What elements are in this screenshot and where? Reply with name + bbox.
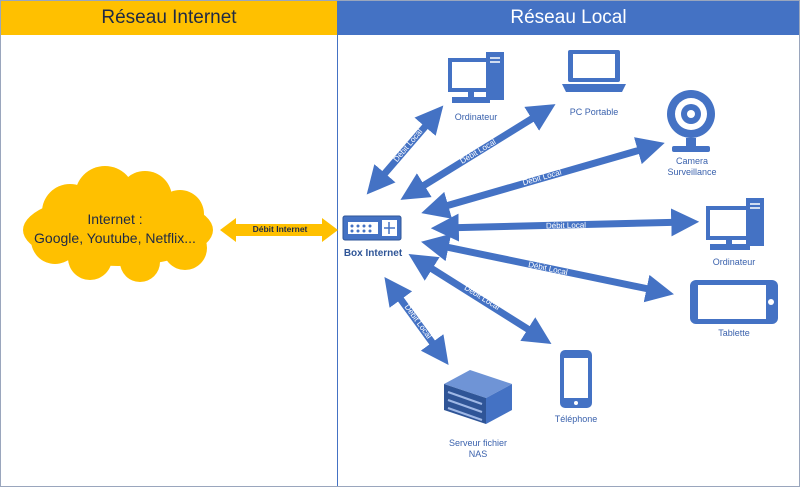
- arrow-to-desktop-right: [430, 208, 700, 242]
- camera-label-line1: Camera: [675, 156, 708, 166]
- local-network-header: Réseau Local: [338, 1, 799, 35]
- nas-server-icon: [444, 370, 512, 424]
- desktop-top-label: Ordinateur: [454, 112, 498, 122]
- cloud-label-line2: Google, Youtube, Netflix...: [34, 230, 196, 246]
- cloud-label: Internet : Google, Youtube, Netflix...: [20, 210, 210, 248]
- nas-label: Serveur fichier NAS: [436, 438, 520, 460]
- internet-cloud-icon: [23, 166, 213, 282]
- laptop-icon: [562, 50, 626, 92]
- tablet-label: Tablette: [718, 328, 750, 338]
- internet-network-header: Réseau Internet: [1, 1, 337, 35]
- desktop-computer-icon-top: [448, 52, 504, 103]
- arrow-to-phone: [408, 254, 552, 344]
- arrow-to-nas: [384, 276, 449, 366]
- arrow-label-desktop-right: Débit Local: [545, 220, 587, 231]
- desktop-right-label: Ordinateur: [712, 257, 756, 267]
- camera-surveillance-icon: [667, 90, 715, 152]
- local-link-arrows: [366, 104, 700, 366]
- nas-label-line1: Serveur fichier: [448, 438, 508, 448]
- section-divider: [337, 1, 338, 486]
- laptop-label: PC Portable: [569, 107, 619, 117]
- camera-label-line2: Surveillance: [667, 167, 717, 177]
- internet-link-arrow: [220, 218, 338, 242]
- nas-label-line2: NAS: [468, 449, 488, 459]
- arrow-to-camera: [421, 137, 665, 219]
- camera-label: Camera Surveillance: [660, 156, 724, 178]
- desktop-computer-icon-right: [706, 198, 764, 250]
- router-box-label: Box Internet: [343, 248, 403, 259]
- cloud-label-line1: Internet :: [87, 211, 143, 227]
- tablet-icon: [690, 280, 778, 324]
- router-box-icon: [342, 215, 402, 241]
- phone-label: Téléphone: [554, 414, 598, 424]
- internet-link-label: Débit Internet: [252, 224, 308, 234]
- phone-icon: [560, 350, 592, 408]
